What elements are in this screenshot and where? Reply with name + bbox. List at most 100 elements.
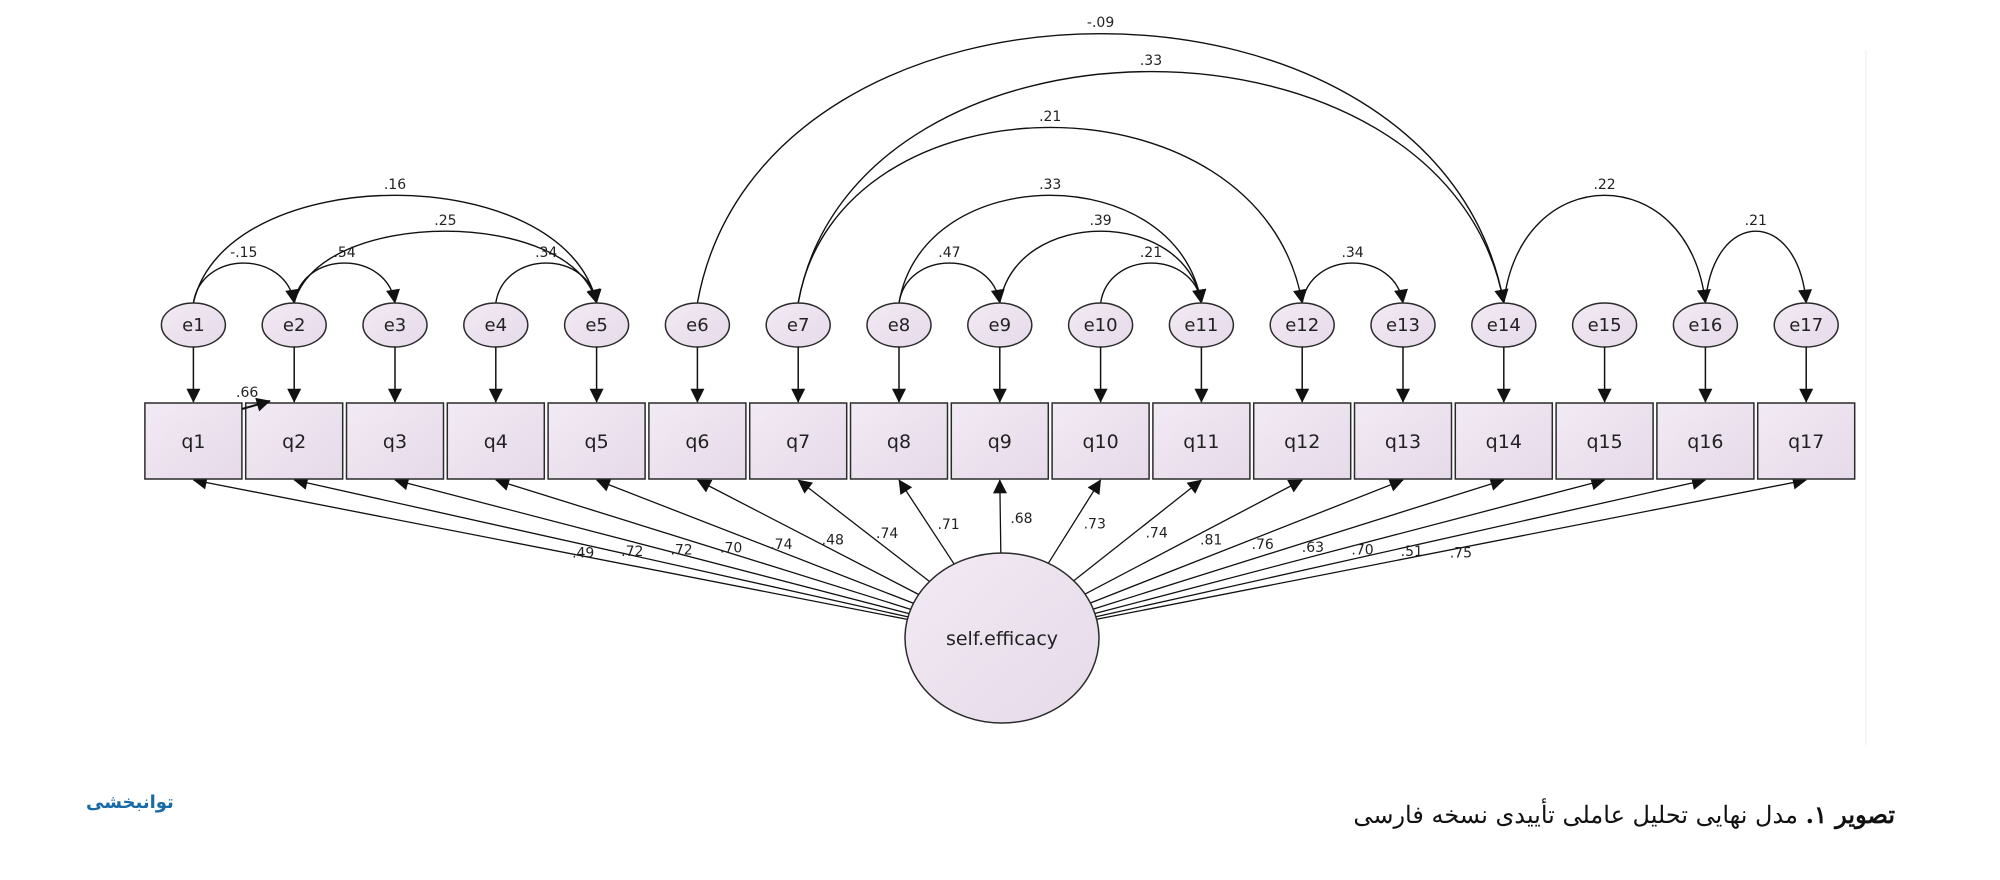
loading-label-q9: .68 (1010, 511, 1032, 527)
loading-label-q12: .81 (1200, 532, 1222, 548)
observed-label-q1: q1 (181, 431, 205, 453)
error-label-e7: e7 (787, 315, 810, 336)
observed-box-q10 (1051, 402, 1150, 480)
loading-label-q3: .72 (670, 543, 692, 559)
covariance-arc-8-11 (889, 194, 1207, 318)
loading-arrow-q8 (898, 479, 955, 565)
error-label-e1: e1 (182, 315, 205, 336)
covariance-label-10-11: .21 (1140, 245, 1162, 261)
error-label-e5: e5 (585, 315, 608, 336)
covariance-arc-7-14 (788, 71, 1509, 318)
factor-loadings: .49.72.72.70.74.48.74.71.68.73.74.81.76.… (192, 475, 1807, 621)
observed-box-q7 (748, 402, 848, 480)
covariance-arc-16-17 (1697, 230, 1813, 317)
observed-label-q14: q14 (1486, 431, 1522, 453)
observed-label-q4: q4 (484, 431, 508, 453)
observed-box-q12 (1252, 402, 1352, 480)
loading-arrow-q10 (1047, 479, 1102, 564)
covariance-arc-12-13 (1293, 262, 1408, 318)
loading-label-q6: .48 (822, 533, 844, 549)
observed-box-q16 (1656, 402, 1755, 480)
loading-arrow-q12 (1084, 479, 1303, 595)
error-label-e17: e17 (1789, 315, 1823, 336)
figure-caption: تصویر ۱. مدل نهایی تحلیل عاملی تأییدی نس… (1353, 800, 1895, 829)
covariance-arc-2-5 (284, 230, 601, 318)
observed-label-q2: q2 (282, 431, 306, 453)
error-label-e15: e15 (1588, 315, 1622, 336)
error-label-e16: e16 (1688, 315, 1722, 336)
covariance-arc-2-3 (285, 262, 400, 318)
loading-arrow-q14 (1093, 477, 1505, 610)
loading-label-q2: .72 (621, 544, 643, 560)
covariance-label-6-14: -.09 (1087, 15, 1114, 31)
loading-arrow-q5 (595, 478, 914, 604)
error-label-e10: e10 (1084, 315, 1118, 336)
observed-box-q8 (849, 402, 949, 480)
covariance-label-16-17: .21 (1745, 213, 1767, 229)
loading-arrow-q1 (192, 475, 908, 621)
covariance-label-8-11: .33 (1039, 177, 1061, 193)
loading-arrow-q15 (1094, 476, 1606, 615)
caption-bold: تصویر ۱. (1805, 800, 1895, 829)
loading-label-q5: .74 (770, 537, 792, 553)
observed-box-q6 (648, 402, 747, 480)
observed-box-q17 (1756, 402, 1856, 480)
loading-label-q11: .74 (1145, 526, 1167, 542)
loading-label-q8: .71 (937, 517, 959, 533)
covariance-arcs: -.15.54.34.16.25.47.21.39.33.34.21.33-.0… (183, 15, 1813, 318)
covariance-arc-14-16 (1495, 194, 1711, 318)
covariance-arc-10-11 (1091, 262, 1207, 318)
error-label-e8: e8 (888, 315, 911, 336)
covariance-arc-6-14 (688, 32, 1509, 318)
loading-arrow-q2 (293, 476, 909, 618)
covariance-arc-7-12 (789, 126, 1307, 318)
observed-label-q7: q7 (786, 431, 810, 453)
extra-arrow (241, 397, 271, 412)
observed-box-q14 (1454, 402, 1554, 480)
loading-arrow-q6 (696, 479, 919, 596)
covariance-arc-1-2 (184, 262, 300, 318)
loading-label-q14: .63 (1302, 540, 1324, 556)
publisher-logo: توانبخشی (86, 792, 174, 813)
loading-arrow-q13 (1090, 478, 1404, 604)
observed-label-q15: q15 (1586, 431, 1622, 453)
error-label-e13: e13 (1386, 315, 1420, 336)
observed-label-q3: q3 (383, 431, 407, 453)
loading-label-q10: .73 (1084, 517, 1106, 533)
observed-box-q1 (144, 402, 243, 480)
latent-factor: self.efficacy (904, 552, 1100, 724)
loading-arrow-q11 (1073, 479, 1202, 582)
error-label-e12: e12 (1285, 315, 1319, 336)
loading-label-q15: .70 (1351, 542, 1373, 558)
covariance-label-1-5: .16 (384, 177, 406, 193)
error-label-e11: e11 (1184, 315, 1218, 336)
loading-label-q17: .75 (1450, 545, 1472, 561)
loading-label-q1: .49 (572, 545, 594, 561)
observed-box-q13 (1353, 402, 1453, 480)
covariance-label-9-11: .39 (1089, 213, 1111, 229)
latent-label: self.efficacy (946, 628, 1058, 650)
observed-label-q8: q8 (887, 431, 911, 453)
observed-box-q2 (244, 402, 344, 480)
observed-label-q11: q11 (1183, 431, 1219, 453)
error-label-e4: e4 (485, 315, 508, 336)
covariance-label-7-12: .21 (1039, 109, 1061, 125)
observed-box-q15 (1555, 402, 1654, 480)
observed-label-q12: q12 (1284, 431, 1320, 453)
observed-box-q11 (1152, 402, 1251, 480)
observed-label-q17: q17 (1788, 431, 1824, 453)
covariance-label-8-9: .47 (938, 245, 960, 261)
observed-label-q13: q13 (1385, 431, 1421, 453)
covariance-label-7-14: .33 (1140, 53, 1162, 69)
loading-arrow-q16 (1095, 476, 1707, 618)
error-label-e2: e2 (283, 315, 306, 336)
loading-arrow-q9 (992, 479, 1007, 554)
loading-arrow-q7 (797, 479, 930, 582)
covariance-label-14-16: .22 (1593, 177, 1615, 193)
caption-text: مدل نهایی تحلیل عاملی تأییدی نسخه فارسی (1353, 801, 1806, 829)
observed-box-q5 (547, 402, 646, 480)
loading-arrow-q17 (1096, 475, 1807, 620)
